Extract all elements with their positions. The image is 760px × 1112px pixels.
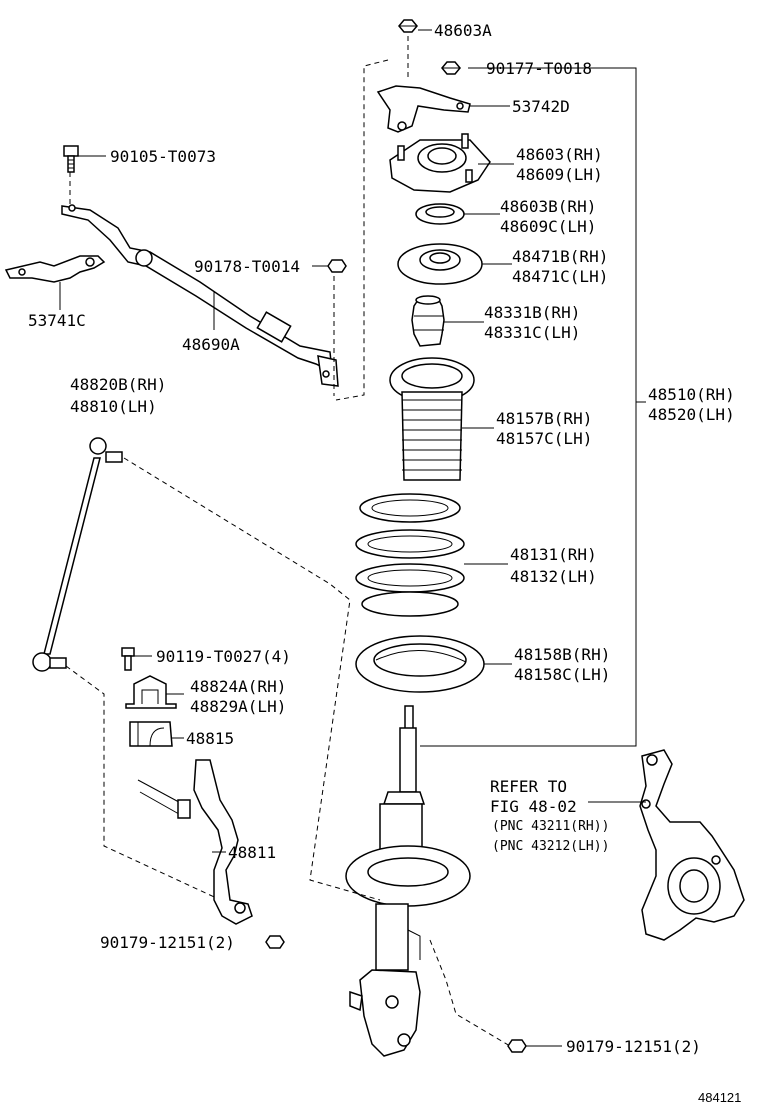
label-48603b: 48603B(RH) xyxy=(500,197,596,216)
label-48829a: 48829A(LH) xyxy=(190,697,286,716)
label-48609c: 48609C(LH) xyxy=(500,217,596,236)
label-48811: 48811 xyxy=(228,843,276,862)
bolt-90105[interactable] xyxy=(63,145,79,173)
label-90177: 90177-T0018 xyxy=(486,59,592,78)
label-48810: 48810(LH) xyxy=(70,397,157,416)
label-48609: 48609(LH) xyxy=(516,165,603,184)
nut-90179-upper[interactable] xyxy=(265,935,285,949)
refer-line-4: (PNC 43212(LH)) xyxy=(492,839,609,854)
figure-number: 484121 xyxy=(698,1090,741,1105)
steering-knuckle[interactable] xyxy=(639,749,745,941)
bushing-48815[interactable] xyxy=(129,721,173,747)
label-48158b: 48158B(RH) xyxy=(514,645,610,664)
dashed-guide-7 xyxy=(65,665,239,909)
label-53742d: 53742D xyxy=(512,97,570,116)
nut-90179-lower[interactable] xyxy=(507,1039,527,1053)
label-48815: 48815 xyxy=(186,729,234,748)
bracket-48824a[interactable] xyxy=(125,675,177,709)
label-53741c: 53741C xyxy=(28,311,86,330)
refer-line-3: (PNC 43211(RH)) xyxy=(492,819,609,834)
bracket-53741c[interactable] xyxy=(4,255,106,283)
shock-absorber[interactable] xyxy=(345,705,471,1057)
nut-90177[interactable] xyxy=(441,61,461,75)
label-48131: 48131(RH) xyxy=(510,545,597,564)
bolt-90119[interactable] xyxy=(121,647,135,671)
insulator-48471b[interactable] xyxy=(397,243,483,285)
dashed-guide-3 xyxy=(429,939,511,1047)
stabilizer-link-48820b[interactable] xyxy=(32,437,123,672)
label-48158c: 48158C(LH) xyxy=(514,665,610,684)
label-48510: 48510(RH) xyxy=(648,385,735,404)
label-48471c: 48471C(LH) xyxy=(512,267,608,286)
spring-seat-48158b[interactable] xyxy=(355,635,485,693)
label-48824a: 48824A(RH) xyxy=(190,677,286,696)
label-48603: 48603(RH) xyxy=(516,145,603,164)
coil-spring-48131[interactable] xyxy=(355,493,465,617)
strut-mount-48603[interactable] xyxy=(389,133,491,193)
label-48157b: 48157B(RH) xyxy=(496,409,592,428)
label-48820b: 48820B(RH) xyxy=(70,375,166,394)
stabilizer-bar-48811[interactable] xyxy=(137,759,253,925)
refer-line-2: FIG 48-02 xyxy=(490,797,577,816)
nut-48603a[interactable] xyxy=(398,19,418,33)
stabilizer-rod-48690a[interactable] xyxy=(61,204,339,387)
nut-90178[interactable] xyxy=(327,259,347,273)
label-48331c: 48331C(LH) xyxy=(484,323,580,342)
label-48331b: 48331B(RH) xyxy=(484,303,580,322)
label-90179-upper: 90179-12151(2) xyxy=(100,933,235,952)
label-48157c: 48157C(LH) xyxy=(496,429,592,448)
label-90105: 90105-T0073 xyxy=(110,147,216,166)
dashed-guide-2 xyxy=(335,59,389,401)
assembly-bracket-line xyxy=(420,67,637,747)
label-48690a: 48690A xyxy=(182,335,240,354)
bumper-48331b[interactable] xyxy=(411,295,445,347)
bearing-48603b[interactable] xyxy=(415,203,465,225)
dust-boot-48157b[interactable] xyxy=(389,357,475,481)
label-90179-lower: 90179-12151(2) xyxy=(566,1037,701,1056)
bracket-53742d[interactable] xyxy=(376,85,471,133)
label-48132: 48132(LH) xyxy=(510,567,597,586)
label-90178: 90178-T0014 xyxy=(194,257,300,276)
label-90119: 90119-T0027(4) xyxy=(156,647,291,666)
label-48520: 48520(LH) xyxy=(648,405,735,424)
refer-line-1: REFER TO xyxy=(490,777,567,796)
label-48603a: 48603A xyxy=(434,21,492,40)
label-48471b: 48471B(RH) xyxy=(512,247,608,266)
